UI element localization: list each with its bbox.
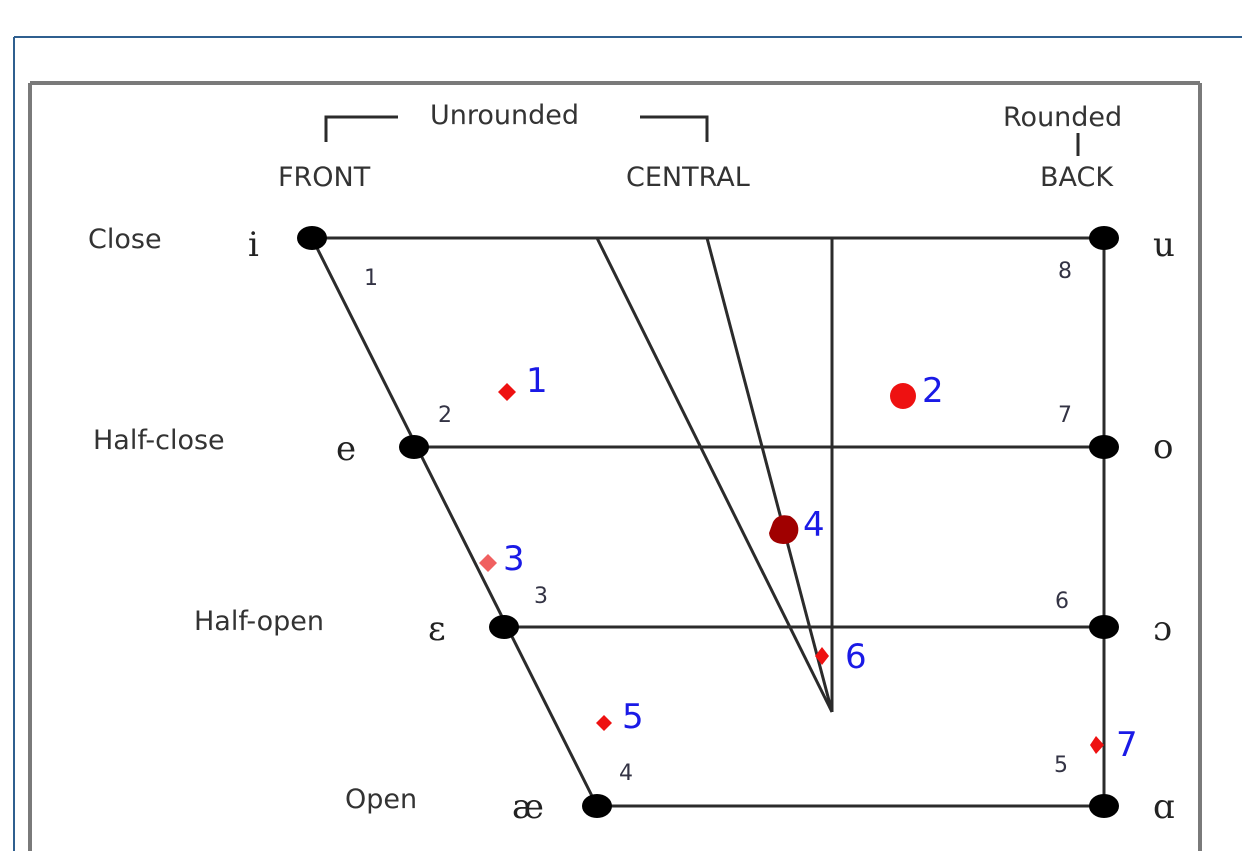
plotted-point-label-2: 2 <box>922 371 944 411</box>
ipa-symbol-ae: æ <box>512 787 544 827</box>
ipa-symbol-e: e <box>336 429 356 469</box>
node-u <box>1089 226 1119 250</box>
outer-border <box>13 36 1242 851</box>
cardinal-nodes <box>297 226 1119 818</box>
cardinal-number-2: 2 <box>438 403 452 428</box>
plotted-point-label-6: 6 <box>845 637 867 677</box>
ipa-symbol-open-o: ɔ <box>1153 609 1172 649</box>
front-edge-line <box>310 237 599 807</box>
plotted-points <box>479 383 1104 754</box>
central-line-a <box>595 237 834 713</box>
node-e <box>399 435 429 459</box>
node-o <box>1089 435 1119 459</box>
plotted-point-label-5: 5 <box>622 697 644 737</box>
chart-lines <box>310 236 1106 808</box>
plotted-point-1 <box>498 383 516 401</box>
height-label-close: Close <box>88 224 162 255</box>
plotted-point-6 <box>815 647 829 665</box>
plotted-point-7 <box>1090 736 1104 754</box>
back-label: BACK <box>1040 162 1114 193</box>
height-label-open: Open <box>345 784 417 815</box>
unrounded-label: Unrounded <box>430 100 579 131</box>
node-i <box>297 226 327 250</box>
plotted-point-label-4: 4 <box>803 505 825 545</box>
node-open-e <box>489 615 519 639</box>
cardinal-number-6: 6 <box>1055 589 1069 614</box>
node-script-a <box>1089 794 1119 818</box>
front-label: FRONT <box>278 162 371 193</box>
cardinal-number-3: 3 <box>534 584 548 609</box>
cardinal-number-5: 5 <box>1054 753 1068 778</box>
node-ae <box>582 794 612 818</box>
unrounded-bracket <box>324 115 709 142</box>
plotted-point-3 <box>479 554 497 572</box>
cardinal-number-4: 4 <box>619 761 633 786</box>
ipa-symbol-o: o <box>1153 427 1173 467</box>
cardinal-number-7: 7 <box>1058 403 1072 428</box>
ipa-symbol-open-e: ɛ <box>428 609 446 649</box>
plotted-point-4 <box>769 515 799 544</box>
plotted-point-2 <box>890 383 916 409</box>
node-open-o <box>1089 615 1119 639</box>
cardinal-number-8: 8 <box>1058 259 1072 284</box>
diagram-frame <box>28 81 1202 851</box>
ipa-symbol-script-a: ɑ <box>1153 787 1175 827</box>
height-label-half-open: Half-open <box>194 606 324 637</box>
height-label-half-close: Half-close <box>93 425 225 456</box>
plotted-point-5 <box>596 715 612 731</box>
plotted-point-label-3: 3 <box>503 539 525 579</box>
ipa-symbol-u: u <box>1153 225 1175 265</box>
cardinal-number-1: 1 <box>364 266 378 291</box>
ipa-symbol-i: i <box>248 225 259 265</box>
rounded-label: Rounded <box>1003 102 1122 133</box>
central-line-b <box>705 237 834 713</box>
plotted-point-label-7: 7 <box>1116 725 1138 765</box>
central-label: CENTRAL <box>626 162 750 193</box>
plotted-point-label-1: 1 <box>526 361 548 401</box>
